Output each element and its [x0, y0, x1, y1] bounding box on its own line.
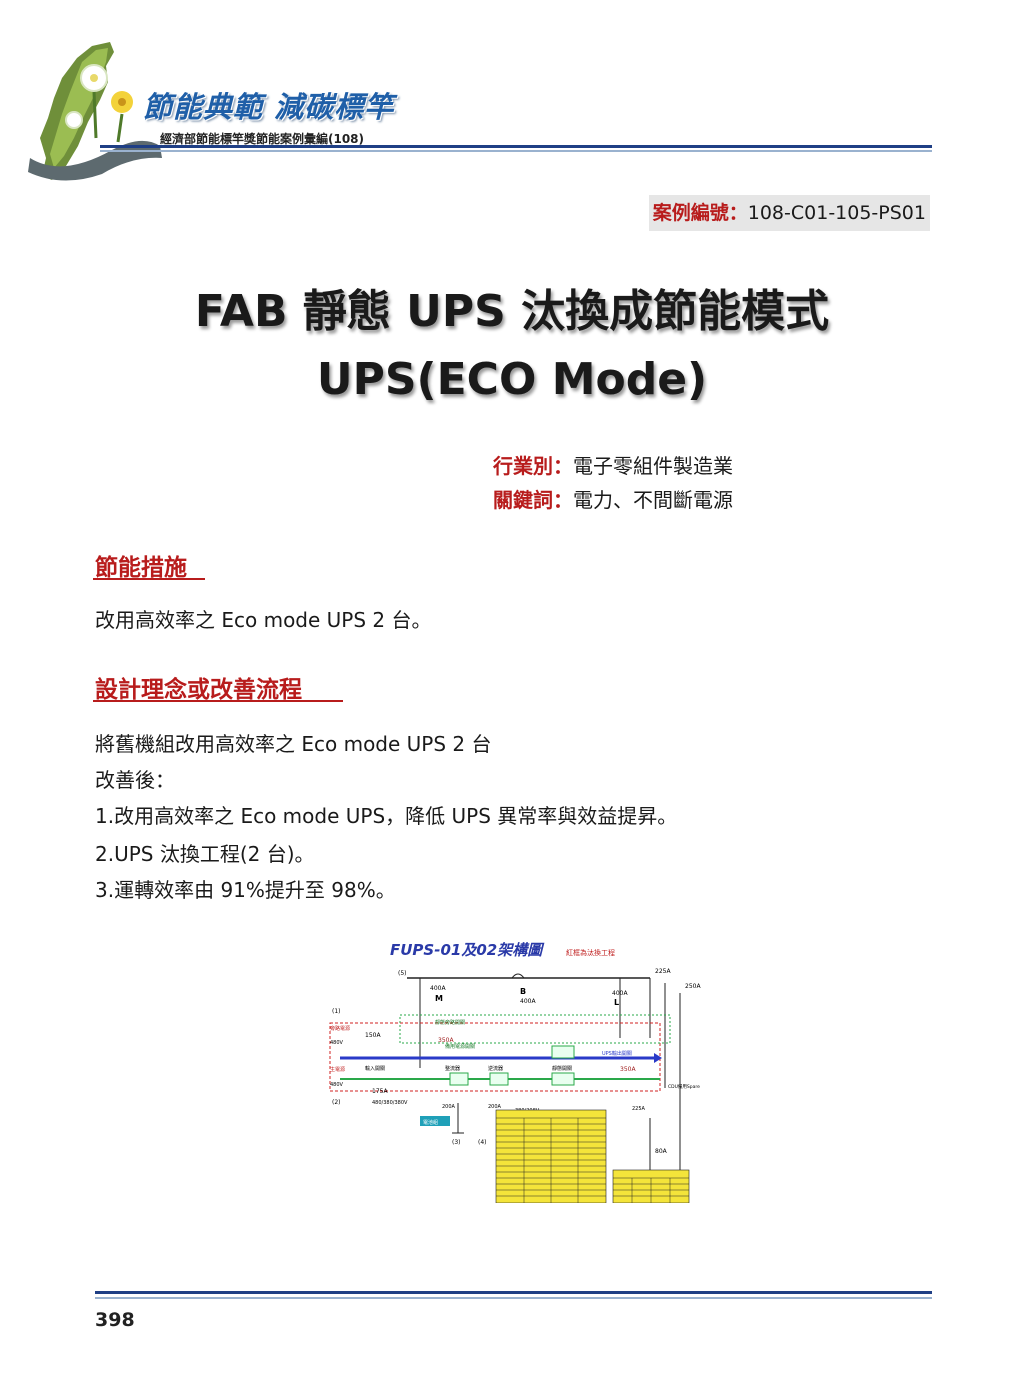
diagram-label: 200A — [488, 1104, 502, 1110]
page-title: FAB 靜態 UPS 汰換成節能模式 UPS(ECO Mode) — [0, 278, 1024, 414]
keywords-line: 關鍵詞：電力、不間斷電源 — [493, 484, 733, 513]
diagram-label: (1) — [332, 1008, 341, 1015]
case-number-value: 108-C01-105-PS01 — [747, 202, 926, 224]
section-heading-design: 設計理念或改善流程 — [95, 677, 302, 703]
diagram-label: 逆流器 — [488, 1065, 503, 1072]
industry-value: 電子零組件製造業 — [573, 454, 733, 478]
diagram-label: 400A — [430, 985, 446, 992]
footer-rule-thin — [95, 1297, 932, 1299]
diagram-label: 350A — [620, 1066, 636, 1073]
diagram-label: M — [435, 994, 443, 1003]
design-line: 將舊機組改用高效率之 Eco mode UPS 2 台 — [95, 732, 492, 756]
diagram-note: 紅框為汰換工程 — [566, 948, 615, 957]
diagram-label: (4) — [478, 1139, 487, 1146]
diagram-label: L — [614, 998, 619, 1007]
design-line: 1.改用高效率之 Eco mode UPS，降低 UPS 異常率與效益提昇。 — [95, 804, 678, 828]
diagram-label: 150A — [365, 1032, 381, 1039]
diagram-label: 整流器 — [445, 1065, 460, 1072]
diagram-label: CDU備用Spare — [668, 1083, 700, 1090]
measures-text: 改用高效率之 Eco mode UPS 2 台。 — [95, 608, 432, 632]
diagram-label: 350A — [438, 1037, 454, 1044]
diagram-label: 400A — [520, 998, 536, 1005]
design-line: 3.運轉效率由 91%提升至 98%。 — [95, 878, 396, 902]
design-line: 改善後： — [95, 768, 175, 792]
diagram-label: 靜態開關 — [552, 1065, 572, 1072]
diagram-label: 480V — [330, 1082, 344, 1088]
diagram-label: 480V — [330, 1040, 344, 1046]
diagram-label: (2) — [332, 1099, 341, 1106]
diagram-label: UPS輸出開關 — [602, 1050, 632, 1057]
diagram-label: 480/380/380V — [372, 1100, 408, 1106]
section-heading-measures: 節能措施 — [95, 555, 187, 581]
brand-title: 節能典範 減碳標竿 — [143, 90, 395, 124]
diagram-label: 輸入開關 — [365, 1065, 385, 1072]
header-rule-thin — [100, 150, 932, 152]
case-number-label: 案例編號： — [652, 202, 748, 224]
footer-rule — [95, 1291, 932, 1294]
diagram-label: 靜態旁路開關 — [435, 1019, 465, 1026]
industry-label: 行業別： — [493, 454, 573, 478]
design-line: 2.UPS 汰換工程(2 台)。 — [95, 842, 315, 866]
brand-subtitle: 經濟部節能標竿獎節能案例彙編(108) — [160, 132, 365, 146]
keywords-label: 關鍵詞： — [493, 488, 573, 512]
diagram-label: 備用電源開關 — [445, 1043, 475, 1050]
diagram-title: FUPS-01及02架構圖 — [390, 941, 545, 959]
page-number: 398 — [95, 1309, 135, 1331]
title-line-1: FAB 靜態 UPS 汰換成節能模式 — [194, 286, 830, 337]
section-underline — [93, 700, 343, 702]
title-line-2: UPS(ECO Mode) — [316, 354, 708, 406]
diagram-label: 200A — [442, 1104, 456, 1110]
diagram-label: B — [520, 987, 526, 996]
diagram-label: 80A — [655, 1148, 668, 1155]
section-underline — [93, 578, 205, 580]
diagram-label: 225A — [632, 1106, 646, 1112]
diagram-label: 225A — [655, 968, 671, 975]
diagram-label: (5) — [398, 970, 407, 977]
diagram-label: 旁路電源 — [330, 1025, 350, 1032]
industry-line: 行業別：電子零組件製造業 — [493, 450, 733, 479]
diagram-label: 175A — [372, 1088, 388, 1095]
diagram-label: 250A — [685, 983, 701, 990]
diagram-label: 電池組 — [423, 1119, 438, 1126]
header-rule — [100, 145, 932, 148]
case-number: 案例編號：108-C01-105-PS01 — [648, 195, 930, 231]
diagram-label: (3) — [452, 1139, 461, 1146]
ups-architecture-diagram: FUPS-01及02架構圖 紅框為汰換工程 (5) 400A M B 400A … — [320, 938, 704, 1203]
keywords-value: 電力、不間斷電源 — [573, 488, 733, 512]
diagram-label: 主電源 — [330, 1066, 345, 1073]
